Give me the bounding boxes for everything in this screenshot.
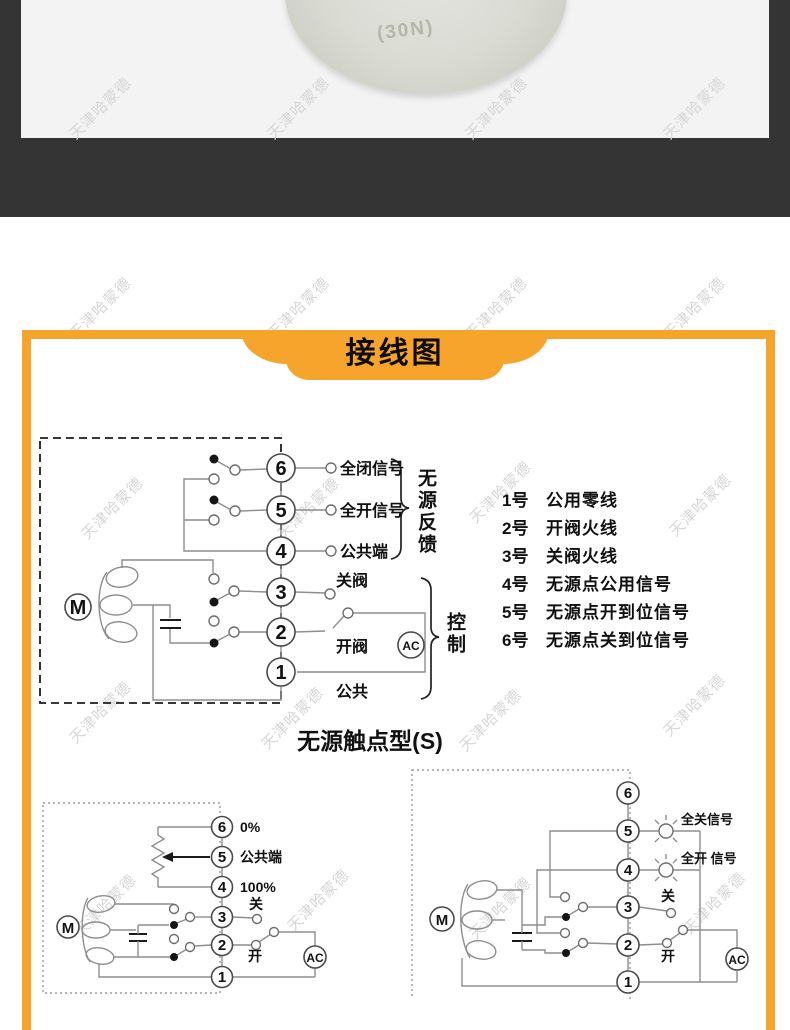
legend-text: 无源点公用信号 bbox=[546, 574, 672, 594]
terminal-6: 6 bbox=[275, 458, 286, 480]
label-0-percent: 0% bbox=[240, 819, 261, 835]
motor-symbol bbox=[429, 906, 455, 932]
lamp-full-close bbox=[654, 815, 678, 843]
label-close-valve: 关阀 bbox=[336, 571, 368, 590]
terminal-strip: 6 5 4 3 2 1 bbox=[266, 453, 296, 687]
terminal-strip: 6 5 4 3 2 1 bbox=[616, 781, 640, 994]
terminal-2: 2 bbox=[275, 622, 286, 644]
legend-row: 4号无源点公用信号 bbox=[502, 568, 690, 596]
legend-number: 4号 bbox=[502, 574, 529, 594]
ac-label: AC bbox=[306, 951, 324, 965]
control-group-label: 控制 bbox=[444, 612, 465, 656]
legend-number: 2号 bbox=[502, 518, 529, 538]
ac-source bbox=[303, 945, 327, 969]
label-common-terminal: 公共端 bbox=[340, 542, 388, 561]
terminal-3: 3 bbox=[624, 899, 632, 916]
motor-label: M bbox=[62, 920, 75, 937]
terminal-1: 1 bbox=[275, 662, 286, 684]
actuator-housing-image: (30N) bbox=[285, 0, 567, 94]
diagram-lamp-feedback: M AC 6 5 4 3 2 1 全关信号 全开 信号 关 开 bbox=[411, 769, 749, 999]
terminal-2: 2 bbox=[218, 937, 226, 954]
diagram1-dashed-box bbox=[39, 437, 282, 704]
legend-number: 5号 bbox=[502, 602, 529, 622]
terminal-6: 6 bbox=[624, 785, 632, 802]
label-common: 公共 bbox=[336, 683, 368, 701]
diagram3-dotted-box bbox=[411, 769, 631, 999]
section-title: 接线图 bbox=[345, 337, 445, 370]
label-open: 开 bbox=[248, 948, 262, 964]
terminal-6: 6 bbox=[218, 819, 226, 836]
legend-row: 2号开阀火线 bbox=[502, 512, 690, 540]
label-full-close-signal: 全关信号 bbox=[680, 812, 733, 827]
label-common-terminal: 公共端 bbox=[240, 849, 282, 865]
label-full-close-signal: 全闭信号 bbox=[339, 459, 404, 478]
diagram-caption: 无源触点型(S) bbox=[297, 728, 443, 754]
motor-symbol bbox=[56, 915, 80, 939]
label-close: 关 bbox=[661, 888, 675, 904]
legend-text: 无源点关到位信号 bbox=[546, 630, 690, 650]
ac-source bbox=[397, 631, 425, 659]
terminal-4: 4 bbox=[624, 862, 633, 879]
ac-label: AC bbox=[402, 639, 420, 653]
terminal-4: 4 bbox=[275, 541, 287, 563]
label-full-open-signal: 全开 信号 bbox=[680, 851, 737, 866]
legend-row: 3号关阀火线 bbox=[502, 540, 690, 568]
terminal-3: 3 bbox=[218, 909, 226, 926]
label-full-open-signal: 全开信号 bbox=[339, 501, 404, 520]
terminal-4: 4 bbox=[218, 879, 227, 896]
terminal-strip: 6 5 4 3 2 1 bbox=[210, 815, 234, 989]
label-open-valve: 开阀 bbox=[336, 637, 368, 656]
ac-source bbox=[725, 947, 749, 971]
ac-label: AC bbox=[728, 953, 746, 967]
terminal-3: 3 bbox=[275, 582, 286, 604]
diagram-passive-contact: M AC 6 5 4 3 2 1 全闭信号 全开信号 公共端 关阀 开阀 公共 bbox=[39, 437, 440, 704]
section-title-banner: 接线图 bbox=[241, 330, 549, 380]
legend-text: 无源点开到位信号 bbox=[546, 602, 690, 622]
terminal-1: 1 bbox=[624, 974, 632, 991]
wiper-arrow bbox=[162, 852, 173, 862]
legend-row: 1号公用零线 bbox=[502, 484, 690, 512]
diagram2-dotted-box bbox=[42, 802, 221, 994]
terminal-1: 1 bbox=[218, 969, 226, 986]
label-close: 关 bbox=[249, 896, 263, 912]
legend-number: 1号 bbox=[502, 490, 529, 510]
label-100-percent: 100% bbox=[240, 879, 276, 895]
legend-number: 6号 bbox=[502, 630, 529, 650]
legend-text: 关阀火线 bbox=[546, 546, 618, 566]
potentiometer bbox=[150, 827, 166, 887]
legend-number: 3号 bbox=[502, 546, 529, 566]
motor-symbol bbox=[64, 593, 92, 621]
terminal-legend: 1号公用零线 2号开阀火线 3号关阀火线 4号无源点公用信号 5号无源点开到位信… bbox=[502, 484, 690, 652]
legend-text: 公用零线 bbox=[546, 490, 618, 510]
legend-row: 6号无源点关到位信号 bbox=[502, 624, 690, 652]
terminal-5: 5 bbox=[624, 823, 632, 840]
label-open: 开 bbox=[661, 948, 675, 964]
feedback-brace bbox=[390, 458, 410, 560]
feedback-group-label: 无源反馈 bbox=[415, 468, 436, 556]
motor-label: M bbox=[70, 597, 87, 619]
legend-row: 5号无源点开到位信号 bbox=[502, 596, 690, 624]
wiring-diagrams: M AC 6 5 4 3 2 1 全闭信号 全开信号 公共端 关阀 开阀 公共 bbox=[39, 437, 749, 999]
legend-text: 开阀火线 bbox=[546, 518, 618, 538]
control-brace bbox=[420, 577, 440, 700]
terminal-5: 5 bbox=[275, 500, 286, 522]
embossed-marking: (30N) bbox=[375, 16, 436, 45]
lamp-full-open bbox=[654, 854, 678, 882]
terminal-2: 2 bbox=[624, 937, 632, 954]
diagram-modulating: M AC 6 5 4 3 2 1 0% 公共端 100% 关 开 bbox=[42, 802, 327, 994]
terminal-5: 5 bbox=[218, 849, 226, 866]
product-photo: (30N) bbox=[21, 0, 769, 138]
motor-label: M bbox=[436, 912, 449, 929]
